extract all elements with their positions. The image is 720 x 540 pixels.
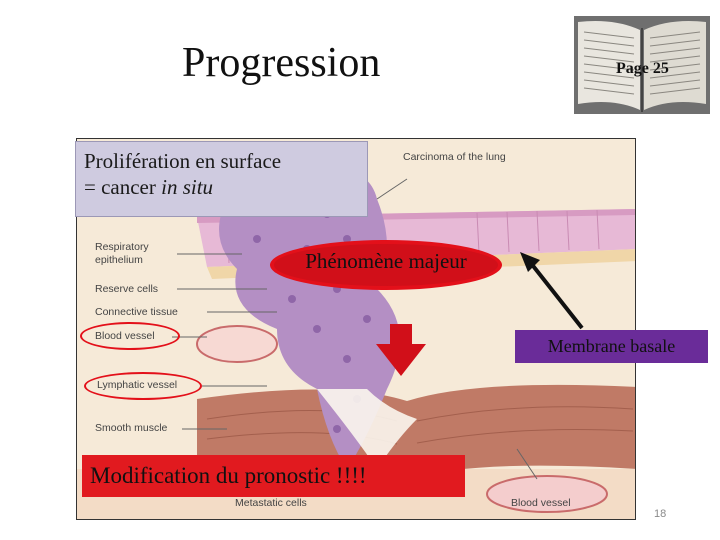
red-arrow-head (376, 344, 426, 376)
callout-proliferation-italic: in situ (161, 175, 213, 199)
callout-proliferation-prefix: = cancer (84, 175, 161, 199)
label-connective-tissue: Connective tissue (95, 306, 178, 318)
callout-proliferation-line1: Prolifération en surface (84, 148, 359, 174)
page-reference: Page 25 (616, 60, 669, 78)
red-arrow-shaft (390, 324, 412, 346)
label-carcinoma: Carcinoma of the lung (403, 151, 506, 163)
callout-modification-pronostic: Modification du pronostic !!!! (82, 455, 465, 497)
callout-membrane-basale: Membrane basale (515, 330, 708, 363)
label-respiratory-epithelium: Respiratory epithelium (95, 241, 175, 266)
black-arrow-line (530, 262, 582, 328)
label-smooth-muscle: Smooth muscle (95, 422, 167, 434)
callout-proliferation: Prolifération en surface = cancer in sit… (75, 141, 368, 217)
label-reserve-cells: Reserve cells (95, 283, 158, 295)
slide-title: Progression (182, 42, 380, 84)
page-number: 18 (654, 508, 666, 520)
highlight-ring-blood-vessel (80, 322, 180, 350)
callout-proliferation-line2: = cancer in situ (84, 174, 359, 200)
label-metastatic-cells: Metastatic cells (235, 497, 307, 509)
highlight-ring-lymphatic-vessel (84, 372, 202, 400)
label-blood-vessel-lower: Blood vessel (511, 497, 571, 509)
